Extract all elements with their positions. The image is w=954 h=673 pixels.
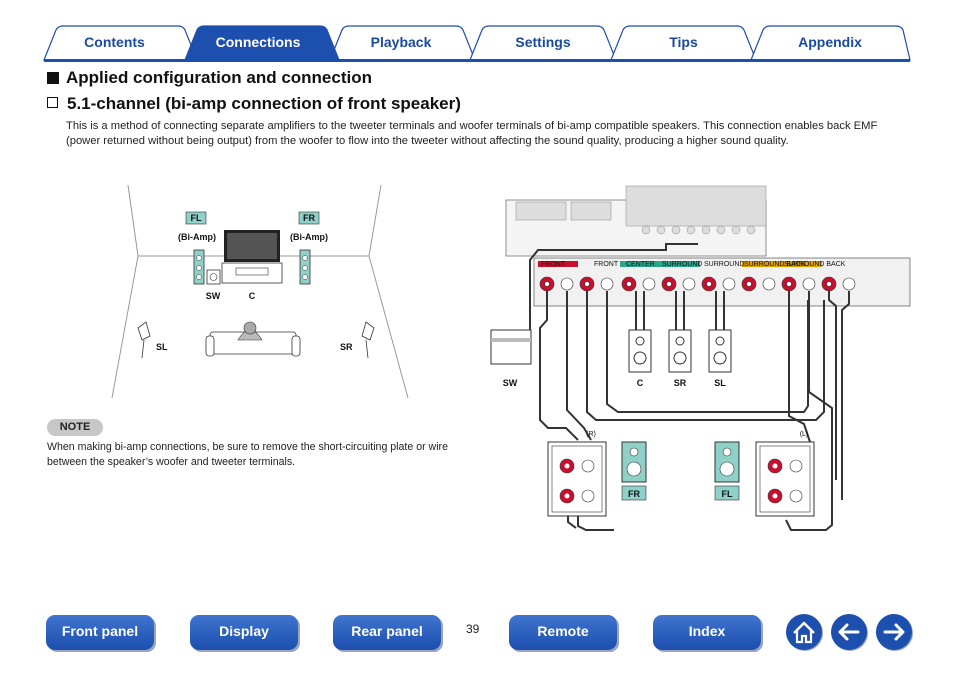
tab-shape-connections [184, 25, 340, 61]
home-button[interactable] [786, 614, 822, 650]
wiring-fr-label: FR [628, 489, 640, 499]
fr-label-box [298, 211, 320, 225]
remote-button[interactable]: Remote [509, 615, 617, 650]
wiring-sw-label: SW [503, 378, 518, 388]
speaker-sl-icon [137, 321, 151, 341]
room-biamp-right: (Bi-Amp) [290, 232, 328, 242]
front-biamp-cables [539, 291, 850, 531]
tab-tips[interactable]: Tips [669, 34, 698, 50]
terminal-label-surround-back-1: SURROUND BACK [744, 261, 806, 268]
room-fr-label: FR [303, 213, 315, 223]
receiver-icon [235, 267, 269, 276]
left-channel-label: (L) [800, 431, 809, 438]
subwoofer-icon [206, 269, 221, 285]
wiring-c-label: C [637, 378, 644, 388]
tab-contents[interactable]: Contents [84, 34, 145, 50]
subsection-heading: 5.1-channel (bi-amp connection of front … [47, 94, 461, 114]
subwoofer-unit-icon [490, 329, 532, 365]
hollow-square-icon [47, 97, 58, 108]
wiring-diagram: FRONT FRONT CENTER SURROUND SURROUND SUR… [490, 185, 911, 531]
section-heading: Applied configuration and connection [47, 68, 372, 88]
speaker-sr-icon [361, 321, 375, 341]
room-sw-label: SW [206, 291, 221, 301]
page-number: 39 [466, 622, 480, 636]
home-icon [793, 621, 815, 644]
body-paragraph: This is a method of connecting separate … [66, 120, 878, 147]
rear-panel-button[interactable]: Rear panel [333, 615, 441, 650]
tab-shapes [43, 25, 911, 62]
tab-shape-contents [43, 25, 198, 61]
terminal-posts [539, 276, 856, 292]
room-biamp-left: (Bi-Amp) [178, 232, 216, 242]
wiring-sl-label: SL [714, 378, 726, 388]
room-sl-label: SL [156, 342, 168, 352]
fl-label-box [185, 211, 207, 225]
room-c-label: C [249, 291, 256, 301]
arrow-right-icon [883, 623, 905, 641]
right-channel-label: (R) [586, 431, 596, 438]
tab-shape-playback [329, 25, 476, 61]
terminal-label-front-1: FRONT [541, 261, 566, 268]
tab-appendix[interactable]: Appendix [798, 34, 862, 50]
note-badge: NOTE [47, 419, 103, 436]
speaker-c-icon [628, 329, 652, 373]
front-panel-button[interactable]: Front panel [46, 615, 154, 650]
tab-shape-tips [610, 25, 757, 61]
tab-playback[interactable]: Playback [370, 34, 432, 50]
display-button[interactable]: Display [190, 615, 298, 650]
forward-button[interactable] [876, 614, 912, 650]
terminal-label-surround-1: SURROUND [662, 261, 702, 268]
filled-square-icon [47, 72, 59, 84]
terminal-label-center: CENTER [626, 261, 655, 268]
index-button[interactable]: Index [653, 615, 761, 650]
terminal-label-surround-back-2: SURROUND BACK [784, 261, 846, 268]
room-layout-diagram: FL FR (Bi-Amp) (Bi-Amp) SW C SL SR [111, 184, 409, 399]
tab-underline [44, 59, 910, 62]
tab-bar: Contents Connections Playback Settings T… [0, 0, 954, 64]
terminal-label-front-2: FRONT [594, 261, 619, 268]
tab-settings[interactable]: Settings [515, 34, 571, 50]
sofa-icon [205, 331, 301, 357]
speaker-sr-unit-icon [668, 329, 692, 373]
terminal-label-surround-2: SURROUND [704, 261, 744, 268]
speaker-sl-unit-icon [708, 329, 732, 373]
note-text: When making bi-amp connections, be sure … [47, 441, 448, 468]
wiring-fl-label: FL [722, 489, 733, 499]
arrow-left-icon [838, 623, 860, 641]
tab-connections[interactable]: Connections [215, 34, 301, 50]
room-sr-label: SR [340, 342, 353, 352]
wiring-sr-label: SR [674, 378, 687, 388]
subwoofer-cable [529, 243, 698, 330]
tab-shape-settings [469, 25, 617, 61]
back-button[interactable] [831, 614, 867, 650]
tab-shape-appendix [750, 25, 911, 61]
room-fl-label: FL [191, 213, 202, 223]
